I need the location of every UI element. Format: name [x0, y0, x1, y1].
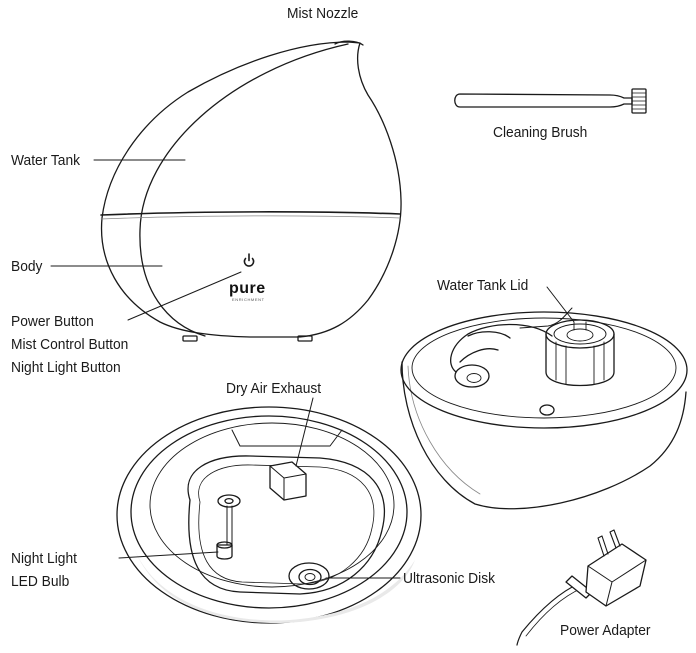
ultrasonic-disk [298, 568, 322, 586]
tank-swoosh [139, 43, 349, 337]
label-night-light: Night Light [11, 550, 77, 567]
base-reservoir [187, 455, 386, 595]
leader-power-button [127, 271, 242, 321]
adapter-cord [516, 582, 581, 646]
ultrasonic-disk-ring [288, 562, 330, 590]
label-dry-air-exhaust: Dry Air Exhaust [226, 380, 322, 397]
humidifier-outline [100, 41, 402, 338]
base-shell-outer [116, 406, 422, 624]
adapter-body [585, 543, 647, 607]
lid-handle [450, 323, 553, 373]
label-mist-nozzle: Mist Nozzle [287, 5, 359, 22]
label-mist-control-button: Mist Control Button [11, 336, 129, 353]
leader-lines [50, 159, 575, 579]
tank-body-seam [100, 211, 401, 216]
water-tank-lid-view [400, 307, 688, 510]
foot-left [182, 335, 198, 342]
brush-handle [454, 93, 633, 108]
label-ultrasonic-disk: Ultrasonic Disk [403, 570, 496, 587]
label-body: Body [11, 258, 43, 275]
label-power-button: Power Button [11, 313, 94, 330]
float-post-top [217, 494, 241, 508]
leader-water-tank-lid [546, 286, 575, 323]
lid-screw-hole [539, 404, 555, 416]
adapter-prongs [597, 529, 621, 557]
leader-night-light [118, 551, 219, 559]
mist-nozzle [334, 40, 364, 46]
brand-logo: pure [229, 280, 266, 297]
tank-rim-outer [400, 311, 688, 429]
base-shell-rim [130, 415, 408, 609]
label-led-bulb: LED Bulb [11, 573, 70, 590]
label-cleaning-brush: Cleaning Brush [493, 124, 588, 141]
label-night-light-button: Night Light Button [11, 359, 121, 376]
base-interior-view [116, 406, 422, 624]
label-power-adapter: Power Adapter [560, 622, 651, 639]
cleaning-brush [454, 88, 647, 114]
tank-lower-shell [401, 361, 687, 510]
label-water-tank-lid: Water Tank Lid [437, 277, 529, 294]
foot-right [297, 335, 313, 342]
brand-logo-tagline: ENRICHMENT [232, 297, 265, 302]
power-adapter [516, 529, 647, 646]
humidifier-assembled [100, 40, 402, 342]
lid-drain-hole [454, 364, 490, 388]
label-water-tank: Water Tank [11, 152, 81, 169]
dry-air-exhaust [269, 461, 307, 501]
lid-cap [545, 333, 615, 387]
leader-dry-air-exhaust [295, 397, 314, 467]
tank-rim-inner [411, 317, 677, 419]
night-light-led-bulb [216, 544, 233, 560]
power-icon [243, 253, 255, 267]
